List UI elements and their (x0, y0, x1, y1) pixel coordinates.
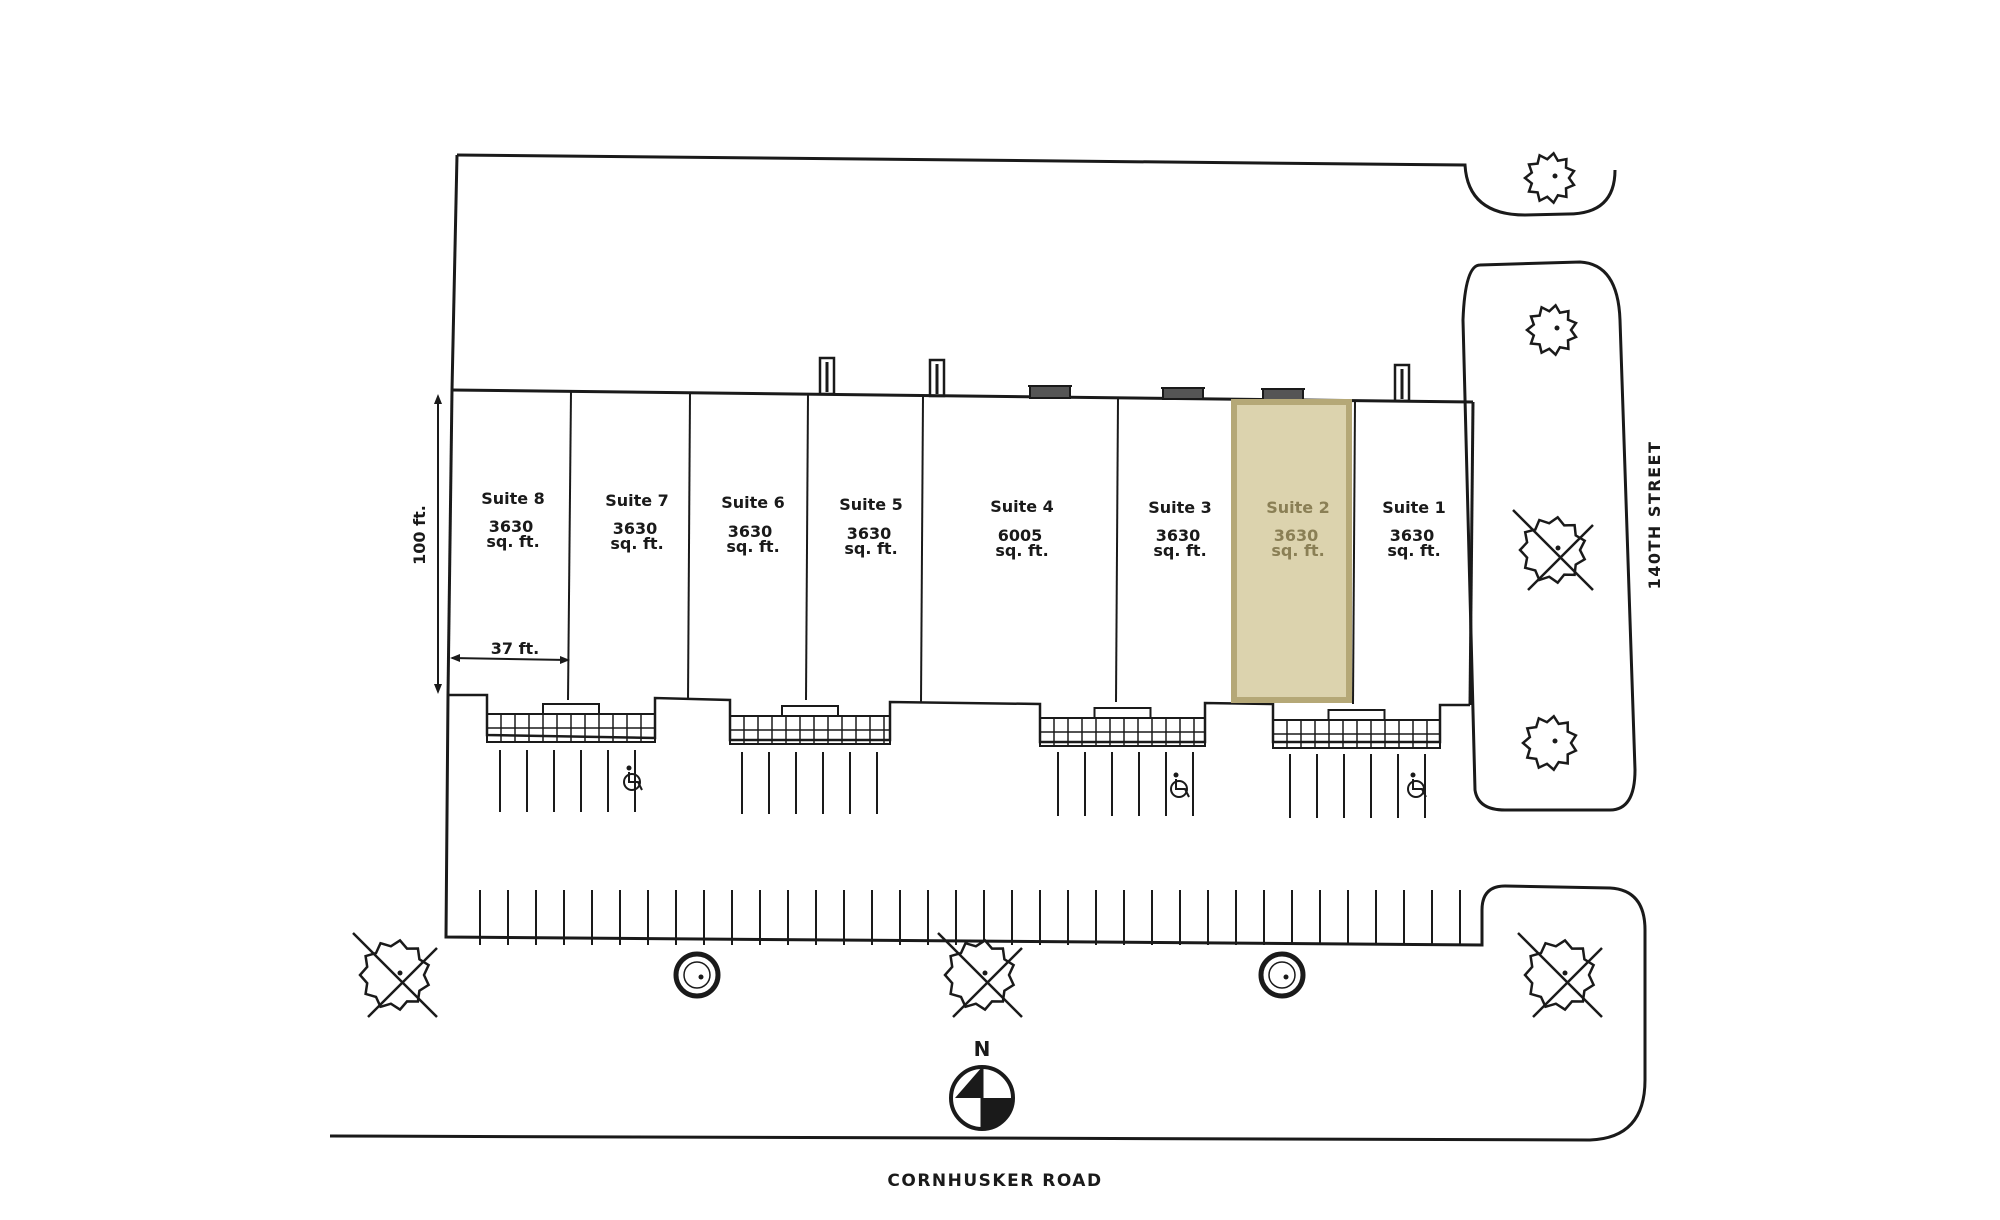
patio (486, 703, 656, 743)
suite-name: Suite 4 (990, 497, 1054, 516)
suite-area: 3630 (728, 522, 773, 541)
suite-area: 3630 (1274, 526, 1319, 545)
dimension-depth: 100 ft. (410, 394, 442, 694)
tree-icon (1524, 303, 1578, 357)
dimension-label-width: 37 ft. (491, 639, 540, 658)
suite-3[interactable]: Suite 3 3630 sq. ft. (1148, 498, 1212, 560)
suite-name: Suite 5 (839, 495, 903, 514)
suite-unit: sq. ft. (610, 534, 663, 553)
street-label-east: 140TH STREET (1645, 441, 1664, 590)
street-label-south: CORNHUSKER ROAD (887, 1171, 1102, 1191)
tree-icon (1512, 509, 1594, 591)
suite-8[interactable]: Suite 8 3630 sq. ft. (481, 489, 545, 551)
suite-1[interactable]: Suite 1 3630 sq. ft. (1382, 498, 1446, 560)
suite-area: 3630 (847, 524, 892, 543)
north-arrow: N (949, 1037, 1015, 1131)
accessible-parking-icon (1407, 772, 1427, 798)
suite-4[interactable]: Suite 4 6005 sq. ft. (990, 497, 1054, 560)
accessible-parking-icon (1170, 772, 1190, 798)
north-label: N (974, 1037, 991, 1061)
suite-area: 3630 (613, 519, 658, 538)
suite-name: Suite 8 (481, 489, 545, 508)
suite-unit: sq. ft. (486, 532, 539, 551)
suite-unit: sq. ft. (726, 537, 779, 556)
tree-icon (1517, 932, 1603, 1018)
tree-icon (673, 951, 721, 999)
suite-6[interactable]: Suite 6 3630 sq. ft. (721, 493, 785, 556)
suite-unit: sq. ft. (995, 541, 1048, 560)
accessible-parking-icons (623, 765, 1427, 798)
front-parking-stalls (499, 750, 1426, 818)
suite-unit: sq. ft. (844, 539, 897, 558)
trees (352, 151, 1603, 1018)
suite-2[interactable]: Suite 2 3630 sq. ft. (1266, 498, 1330, 560)
patio (1272, 709, 1441, 749)
suite-area: 3630 (1156, 526, 1201, 545)
north-drive-outline (450, 153, 1617, 391)
tree-icon (352, 932, 438, 1018)
suite-5[interactable]: Suite 5 3630 sq. ft. (839, 495, 903, 558)
suite-unit: sq. ft. (1387, 541, 1440, 560)
suite-7[interactable]: Suite 7 3630 sq. ft. (605, 491, 669, 553)
suite-name: Suite 2 (1266, 498, 1330, 517)
south-parking-stalls (479, 890, 1461, 945)
dimension-width: 37 ft. (450, 639, 570, 664)
suite-labels: Suite 8 3630 sq. ft. Suite 7 3630 sq. ft… (481, 489, 1446, 560)
suite-name: Suite 3 (1148, 498, 1212, 517)
tree-icon (1521, 714, 1578, 772)
suite-unit: sq. ft. (1153, 541, 1206, 560)
dimension-label-depth: 100 ft. (410, 505, 429, 565)
tree-icon (1522, 151, 1576, 205)
tree-icon (1258, 951, 1306, 999)
suite-name: Suite 1 (1382, 498, 1446, 517)
highlighted-suite[interactable] (1231, 399, 1352, 703)
patio (729, 705, 891, 745)
suite-area: 6005 (998, 526, 1043, 545)
rear-doors (818, 356, 1411, 403)
suite-area: 3630 (489, 517, 534, 536)
accessible-parking-icon (623, 765, 643, 791)
storefront-patios (486, 703, 1441, 749)
suite-name: Suite 6 (721, 493, 785, 512)
suite-name: Suite 7 (605, 491, 669, 510)
suite-unit: sq. ft. (1271, 541, 1324, 560)
parking-lot-outline (329, 694, 1647, 1142)
patio (1039, 707, 1206, 747)
tree-icon (937, 932, 1023, 1018)
suite-area: 3630 (1390, 526, 1435, 545)
east-landscape-island (1461, 260, 1637, 812)
